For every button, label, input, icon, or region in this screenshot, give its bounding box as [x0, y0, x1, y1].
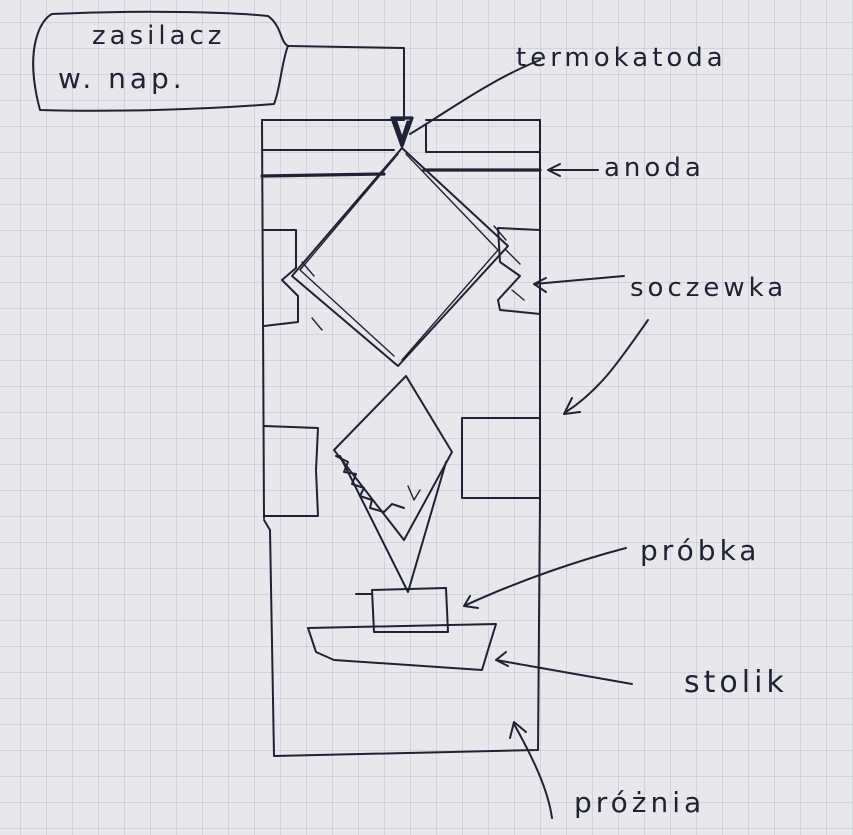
pointer-vacuum: [510, 722, 552, 818]
label-lens: soczewka: [630, 273, 787, 303]
lower-lens-right: [462, 418, 540, 498]
beam-upper-diamond-echo: [300, 154, 498, 360]
anode-plate-left: [262, 174, 384, 176]
pointer-vacuum-inner: [564, 320, 648, 414]
pointer-stage: [496, 652, 632, 684]
label-sample: próbka: [640, 534, 760, 567]
label-thermocathode: termokatoda: [516, 43, 727, 73]
label-power-supply-line2: w. nap.: [58, 62, 186, 95]
stage-plate: [308, 624, 496, 670]
beam-upper-diamond: [292, 148, 508, 366]
detector-mark: [408, 486, 420, 500]
lens-pole-right: [498, 228, 540, 314]
pointer-lens: [534, 276, 624, 292]
beam-lower-diamond: [334, 376, 452, 540]
scan-coil-zigzag: [336, 456, 404, 512]
pointer-sample: [464, 548, 626, 608]
supply-wire: [288, 46, 404, 120]
label-power-supply-line1: zasilacz: [92, 21, 225, 51]
label-vacuum: próżnia: [574, 786, 705, 819]
pointer-anode: [548, 164, 598, 176]
lower-lens-left: [264, 426, 318, 516]
label-stage: stolik: [684, 665, 788, 700]
label-anode: anoda: [604, 153, 705, 183]
thermocathode-tip: [392, 118, 412, 146]
column-left-wall: [262, 120, 264, 518]
